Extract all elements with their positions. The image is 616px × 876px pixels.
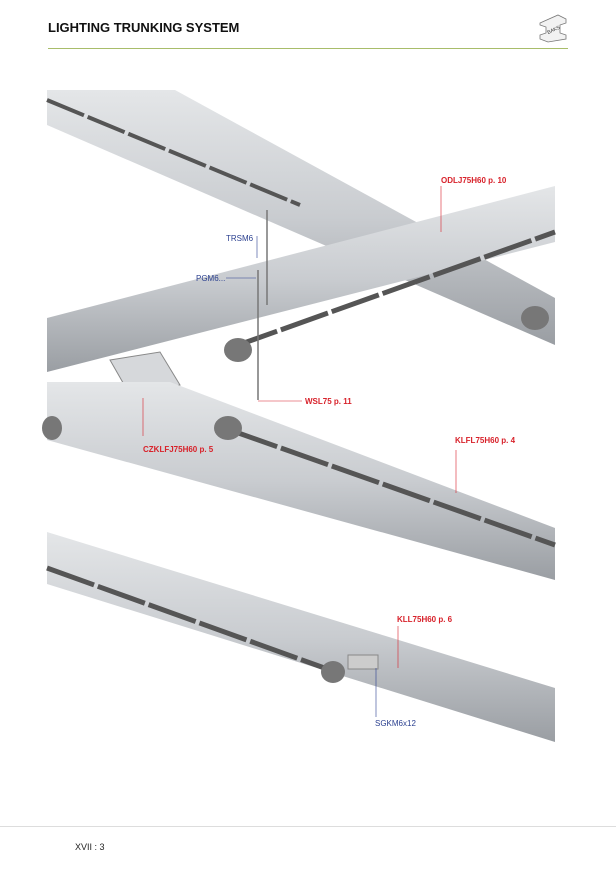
lower-trunking — [46, 532, 555, 742]
svg-text:BAKS: BAKS — [546, 25, 561, 36]
label-pgm6: PGM6... — [196, 274, 226, 283]
label-kll75h60: KLL75H60 p. 6 — [397, 615, 453, 624]
footer-divider — [0, 826, 616, 827]
header-divider — [48, 48, 568, 49]
baks-logo: BAKS — [539, 14, 567, 43]
upper-trunking — [46, 90, 555, 345]
page-title: LIGHTING TRUNKING SYSTEM — [48, 20, 240, 35]
leader-lines — [142, 186, 457, 717]
suspension-rods — [257, 210, 268, 400]
cross-trunking — [47, 186, 556, 372]
label-trsm6: TRSM6 — [226, 234, 254, 243]
middle-trunking — [42, 382, 556, 580]
label-sgkm6x12: SGKM6x12 — [375, 719, 416, 728]
label-odlj75h60: ODLJ75H60 p. 10 — [441, 176, 507, 185]
label-czklfj75h60: CZKLFJ75H60 p. 5 — [143, 445, 214, 454]
label-klfl75h60: KLFL75H60 p. 4 — [455, 436, 516, 445]
label-wsl75: WSL75 p. 11 — [305, 397, 352, 406]
page-number: XVII : 3 — [75, 842, 105, 852]
